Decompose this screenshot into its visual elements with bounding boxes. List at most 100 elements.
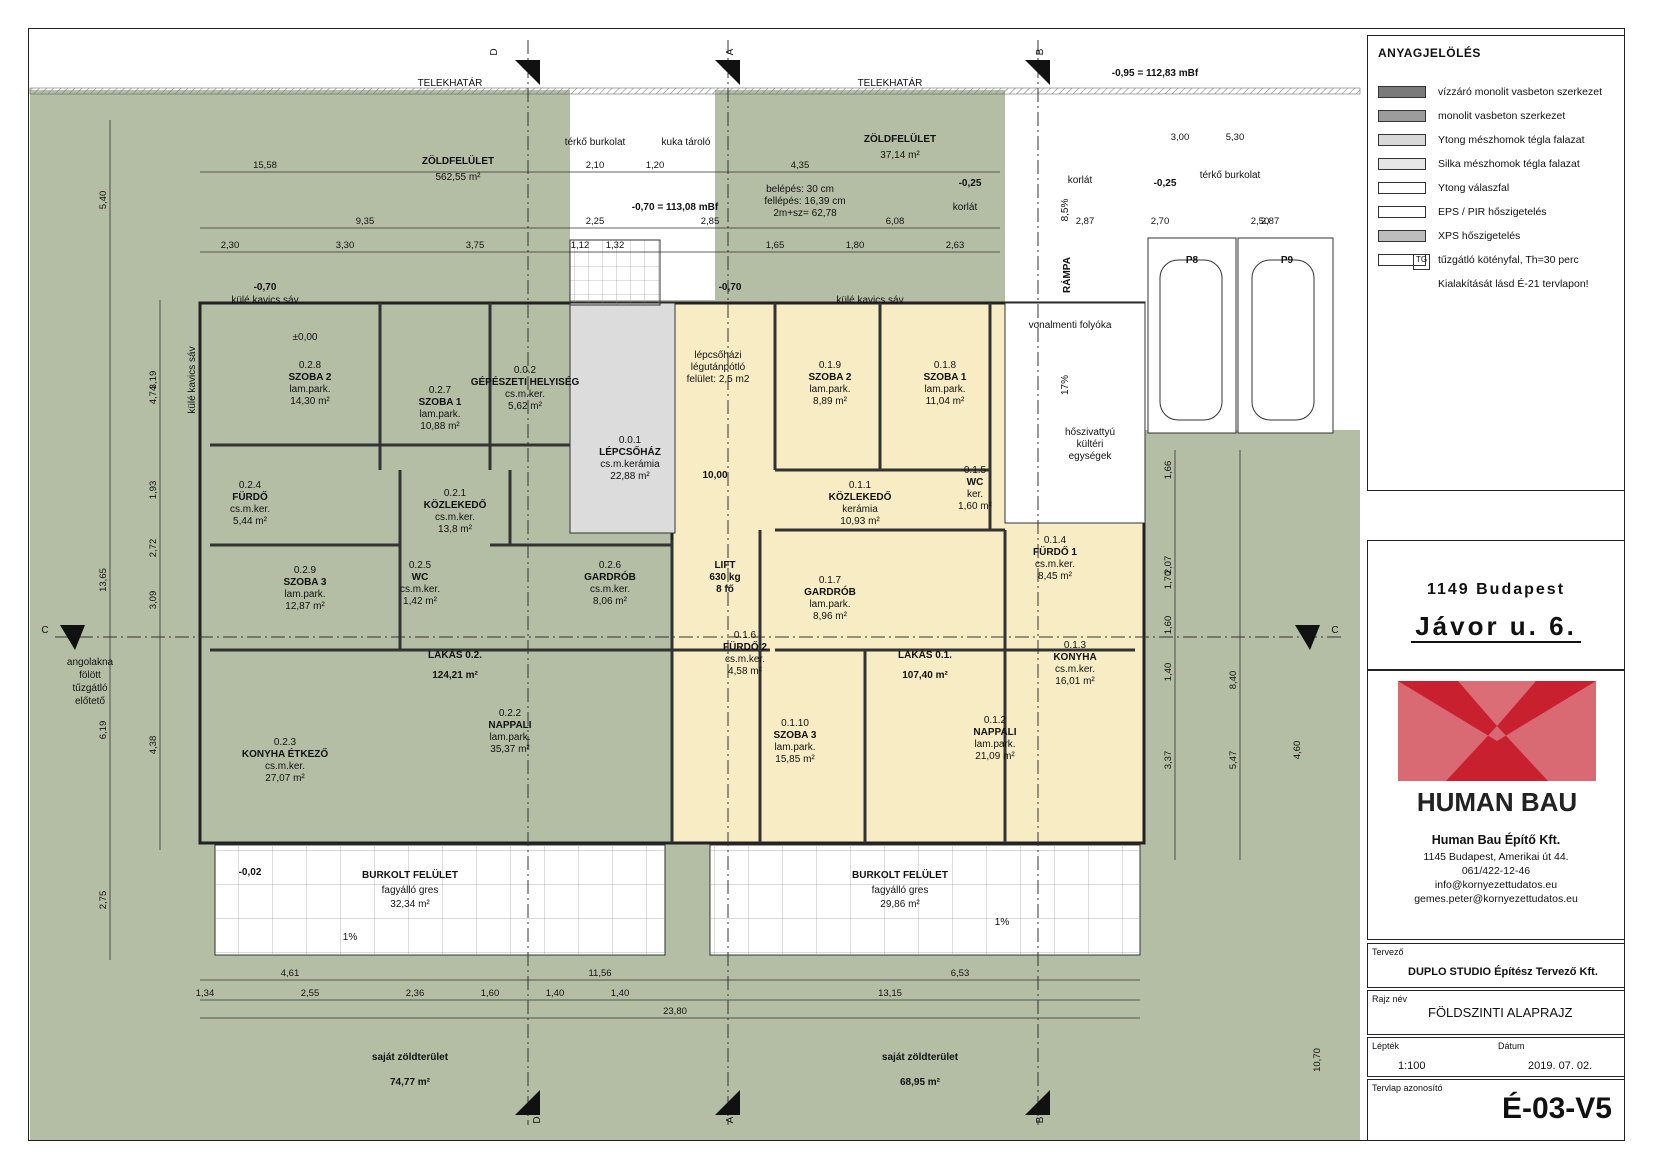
green-area-value: 562,55 m² <box>435 172 481 183</box>
legend-swatch <box>1378 182 1426 194</box>
sheet-id: É-03-V5 <box>1501 1092 1612 1125</box>
room-floor: cs.m.ker. <box>1055 664 1095 675</box>
terrace-name: BURKOLT FELÜLET <box>852 868 948 881</box>
room-floor: lam.park. <box>809 384 850 395</box>
dimension-label: 4,38 <box>148 736 159 755</box>
human-bau-logo: HUMAN BAU <box>1398 681 1596 817</box>
dimension-label: 2,87 <box>1261 216 1280 227</box>
room-area: 4,58 m² <box>728 666 763 677</box>
scale-value: 1:100 <box>1398 1060 1426 1072</box>
room-name: WC <box>412 572 429 583</box>
own-green-area: 68,95 m² <box>900 1077 941 1088</box>
legend-label: EPS / PIR hőszigetelés <box>1438 206 1547 218</box>
room-area: 35,37 m² <box>490 744 530 755</box>
dimension-label: 6,08 <box>886 216 905 227</box>
room-floor: lam.park. <box>419 409 460 420</box>
company-email-2: gemes.peter@kornyezettudatos.eu <box>1414 893 1578 905</box>
dimension-label: 2,55 <box>301 988 320 999</box>
room-id: 0.1.4 <box>1044 535 1067 546</box>
room-area: 21,09 m² <box>975 751 1015 762</box>
date-value: 2019. 07. 02. <box>1528 1060 1593 1072</box>
dimension-label: 1,40 <box>546 988 565 999</box>
legend-label: Silka mészhomok tégla falazat <box>1438 158 1580 170</box>
room-name: GARDRÓB <box>804 585 856 598</box>
dimension-label: 4,74 <box>148 386 159 405</box>
company-email-1: info@kornyezettudatos.eu <box>1434 879 1558 891</box>
room-name: SZOBA 1 <box>419 397 462 408</box>
room-name: KONYHA <box>1053 652 1096 663</box>
room-name: NAPPALI <box>488 720 531 731</box>
gravel-label: külé kavics sáv <box>231 295 298 306</box>
section-marker: A <box>725 48 736 55</box>
dimension-label: 1,66 <box>1163 461 1174 480</box>
terrace-0-1-tiles <box>710 845 1140 955</box>
dimension-label: 1,40 <box>611 988 630 999</box>
gutter-label: vonalmenti folyóka <box>1029 320 1112 331</box>
dimension-label: 1,60 <box>481 988 500 999</box>
lightwell-note: angolakna <box>67 657 114 668</box>
dimension-label: 8,40 <box>1228 671 1239 690</box>
room-area: 10,93 m² <box>840 516 880 527</box>
room-floor: lam.park. <box>774 742 815 753</box>
room-name: SZOBA 3 <box>774 730 817 741</box>
lightwell-note: fölött <box>79 670 101 681</box>
room-name: SZOBA 3 <box>284 577 327 588</box>
level-mark: -0,95 = 112,83 mBf <box>1112 68 1199 79</box>
terrace-name: BURKOLT FELÜLET <box>362 868 458 881</box>
legend-label: Ytong mészhomok tégla falazat <box>1438 134 1585 146</box>
paving-label: térkő burkolat <box>565 137 626 148</box>
drawing-name: FÖLDSZINTI ALAPRAJZ <box>1428 1005 1573 1020</box>
room-floor: cs.m.ker. <box>230 504 270 515</box>
dimension-label: 5,40 <box>98 191 109 210</box>
svg-text:HUMAN BAU: HUMAN BAU <box>1417 787 1577 817</box>
dimension-label: 2,36 <box>406 988 425 999</box>
section-marker: D <box>489 48 500 55</box>
heat-pump-label: kültéri <box>1077 439 1104 450</box>
room-id: 0.2.7 <box>429 385 452 396</box>
level-mark: -0,70 <box>719 282 742 293</box>
slope-label: 1% <box>343 932 358 943</box>
dimension-label: 2,10 <box>586 160 605 171</box>
room-id: 0.1.9 <box>819 360 842 371</box>
company-address: 1145 Budapest, Amerikai út 44. <box>1423 851 1569 863</box>
room-floor: lam.park. <box>289 384 330 395</box>
lift-label: 8 fő <box>716 584 734 595</box>
room-name: KONYHA ÉTKEZŐ <box>242 747 329 760</box>
paving-label: térkő burkolat <box>1200 170 1261 181</box>
section-marker: D <box>532 1116 543 1123</box>
room-id: 0.2.3 <box>274 737 297 748</box>
boundary-wall <box>29 87 1361 95</box>
room-name: WC <box>967 477 984 488</box>
room-name: KÖZLEKEDŐ <box>424 498 487 511</box>
designer-field: Tervező DUPLO STUDIO Építész Tervező Kft… <box>1367 943 1625 988</box>
room-floor: lam.park. <box>809 599 850 610</box>
apartment-area: 124,21 m² <box>432 670 478 681</box>
legend-panel: ANYAGJELÖLÉS vízzáró monolit vasbeton sz… <box>1367 35 1625 491</box>
legend-swatch <box>1378 230 1426 242</box>
room-area: 8,96 m² <box>813 611 848 622</box>
dimension-label: 3,37 <box>1163 751 1174 770</box>
room-area: 1,60 m² <box>958 501 993 512</box>
dimension-label: 2,87 <box>1076 216 1095 227</box>
railing-label: korlát <box>953 202 978 213</box>
drawing-name-field: Rajz név FÖLDSZINTI ALAPRAJZ <box>1367 990 1625 1035</box>
room-name: NAPPALI <box>973 727 1016 738</box>
address-city: 1149 Budapest <box>1426 581 1566 598</box>
room-floor: lam.park. <box>974 739 1015 750</box>
room-id: 0.1.8 <box>934 360 957 371</box>
legend-swatch <box>1378 206 1426 218</box>
dimension-label: 1,80 <box>846 240 865 251</box>
room-id: 0.1.10 <box>781 718 809 729</box>
room-floor: cs.m.kerámia <box>600 459 660 470</box>
section-marker: B <box>1035 1116 1046 1123</box>
room-id: 0.2.9 <box>294 565 317 576</box>
room-area: 27,07 m² <box>265 773 305 784</box>
apartment-area: 107,40 m² <box>902 670 948 681</box>
stair-note: belépés: 30 cm <box>766 184 834 195</box>
room-id: 0.2.2 <box>499 708 522 719</box>
room-floor: cs.m.ker. <box>435 512 475 523</box>
dimension-label: 2,63 <box>946 240 965 251</box>
boundary-label: TELEKHATÁR <box>858 76 923 89</box>
slope-label: 8,5% <box>1060 198 1071 221</box>
